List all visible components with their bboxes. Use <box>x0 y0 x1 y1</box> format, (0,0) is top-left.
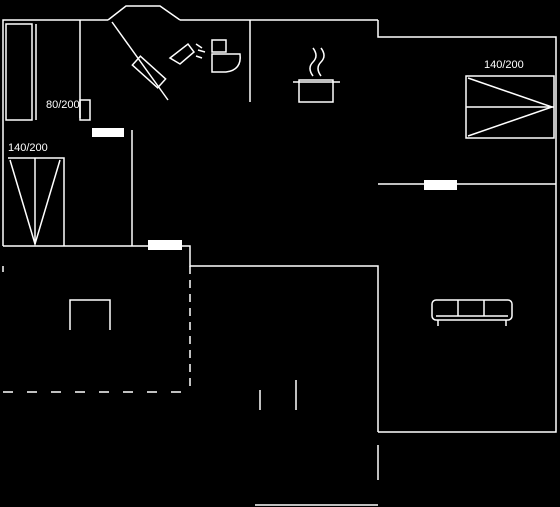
bed-icon <box>8 157 65 247</box>
toilet-tank <box>211 39 227 53</box>
single-bed <box>79 99 91 121</box>
bed-left-outline <box>8 157 65 246</box>
shower-spray <box>195 43 206 59</box>
wall-hall-corner <box>182 245 379 432</box>
door-right-room <box>424 180 457 190</box>
bed-double-left-label: 140/200 <box>8 142 48 154</box>
door-bath <box>92 128 124 137</box>
pot-body <box>298 79 334 103</box>
bed-right <box>465 75 555 139</box>
wardrobe <box>5 23 37 121</box>
walls <box>2 5 557 506</box>
wall-bay-window <box>107 5 181 21</box>
bed-single-label: 80/200 <box>46 99 80 111</box>
shower-arm <box>111 21 169 101</box>
toilet-bowl <box>211 53 241 73</box>
door-bedroom-hall <box>148 240 182 250</box>
sofa-icon <box>431 299 513 326</box>
wardrobe-outline <box>5 23 33 121</box>
bed-left-triangle <box>9 159 61 247</box>
wall-top-left <box>2 19 108 246</box>
doors <box>92 128 457 250</box>
toilet-icon <box>211 39 241 73</box>
wall-top-right <box>377 20 557 433</box>
bed-double-right-label: 140/200 <box>484 59 524 71</box>
sofa-back <box>431 299 513 321</box>
shower-head <box>131 55 167 89</box>
shower-tap <box>168 42 196 65</box>
bed-right-triangle <box>467 77 555 137</box>
cooking-pot-icon <box>293 47 340 103</box>
shower-icon <box>111 21 206 101</box>
fireplace <box>69 299 111 330</box>
pot-steam <box>309 47 325 77</box>
